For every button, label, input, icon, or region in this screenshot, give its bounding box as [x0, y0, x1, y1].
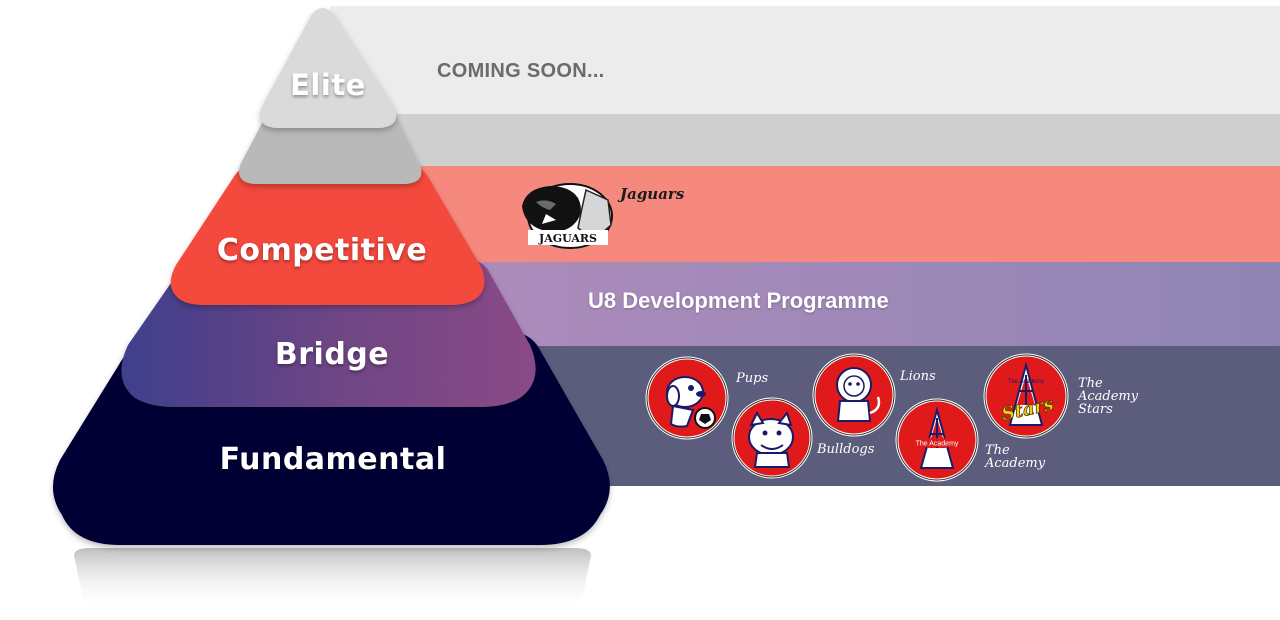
- tier-bridge-label: Bridge: [274, 337, 390, 372]
- tier-fundamental-label: Fundamental: [219, 442, 447, 477]
- academy-badge-text: The Academy: [916, 441, 959, 448]
- coming-soon-text: COMING SOON...: [437, 60, 605, 82]
- elite-lower-band: [330, 114, 1280, 166]
- competitive-band: [330, 166, 1280, 262]
- pups-badge: [645, 356, 729, 440]
- tier-elite-lower-shape: [239, 112, 422, 184]
- lions-label: Lions: [900, 369, 936, 384]
- academy-label: The Academy: [985, 444, 1045, 470]
- academy-label-line1: The: [985, 443, 1010, 458]
- academy-stars-label-line3: Stars: [1078, 402, 1113, 417]
- academy-stars-label-line2: Academy: [1078, 389, 1139, 404]
- academy-stars-badge: The Academy Stars: [983, 353, 1069, 439]
- tier-competitive-label: Competitive: [216, 233, 428, 268]
- academy-label-line2: Academy: [985, 456, 1046, 471]
- lions-badge: [812, 353, 896, 437]
- bulldogs-label: Bulldogs: [817, 442, 875, 457]
- tier-competitive-shape: [170, 165, 485, 305]
- academy-stars-label: The Academy Stars: [1078, 377, 1138, 416]
- elite-band: [330, 6, 1280, 114]
- bulldogs-badge: [731, 397, 813, 479]
- tier-elite-label: Elite: [290, 68, 366, 102]
- academy-badge: The Academy: [895, 398, 979, 482]
- jaguars-label: Jaguars: [620, 185, 685, 203]
- jaguars-logo-text: JAGUARS: [538, 232, 597, 245]
- pups-label: Pups: [736, 371, 769, 386]
- academy-stars-badge-text: The Academy: [1008, 379, 1045, 385]
- u8-development-text: U8 Development Programme: [588, 288, 889, 313]
- pyramid-reflection: [74, 548, 591, 610]
- jaguars-logo: JAGUARS: [522, 183, 613, 249]
- academy-stars-label-line1: The: [1078, 376, 1103, 391]
- tier-elite-shape: [259, 8, 397, 128]
